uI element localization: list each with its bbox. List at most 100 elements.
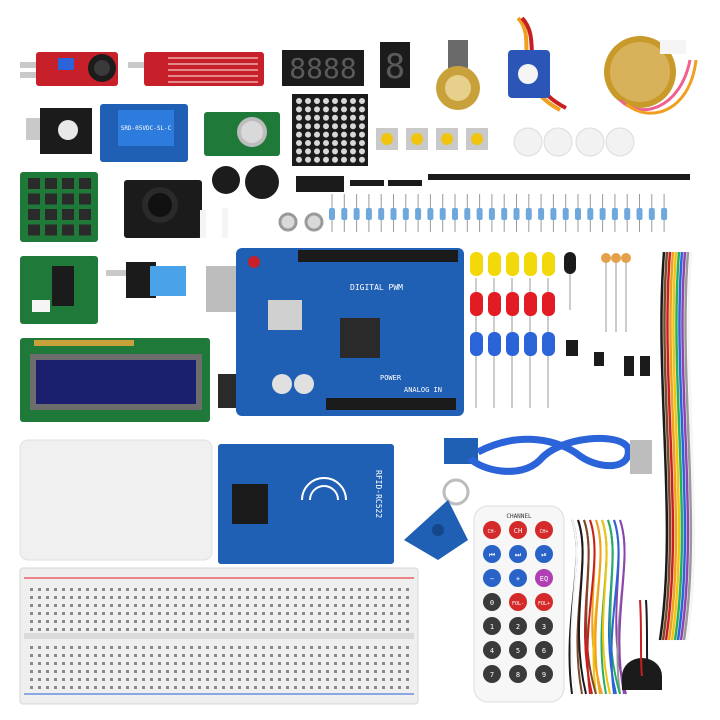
matrix-led <box>332 131 338 138</box>
breadboard-hole <box>398 662 401 665</box>
breadboard-hole <box>310 670 313 673</box>
breadboard <box>19 567 419 705</box>
resistor-icon <box>353 208 360 220</box>
matrix-led <box>359 123 365 130</box>
breadboard-hole <box>302 686 305 689</box>
breadboard-hole <box>286 678 289 681</box>
breadboard-hole <box>238 662 241 665</box>
matrix-led <box>314 106 320 113</box>
breadboard-hole <box>78 662 81 665</box>
breadboard-hole <box>398 670 401 673</box>
matrix-led <box>305 98 311 104</box>
breadboard-hole <box>294 596 297 599</box>
remote-button <box>509 617 527 635</box>
breadboard-hole <box>254 678 257 681</box>
remote-button <box>483 617 501 635</box>
breadboard-hole <box>174 628 177 631</box>
breadboard-hole <box>94 620 97 623</box>
breadboard-hole <box>142 612 145 615</box>
jumper-wire-bundle-bottom <box>568 519 627 695</box>
breadboard-hole <box>182 588 185 591</box>
breadboard-hole <box>166 654 169 657</box>
rgb-led-module <box>26 108 92 154</box>
breadboard-hole <box>190 662 193 665</box>
breadboard-hole <box>406 670 409 673</box>
remote-button <box>535 593 553 611</box>
breadboard-hole <box>214 678 217 681</box>
breadboard-hole <box>270 646 273 649</box>
breadboard-hole <box>350 596 353 599</box>
breadboard-hole <box>86 596 89 599</box>
breadboard-hole <box>198 612 201 615</box>
remote-button-label: 7 <box>490 671 494 679</box>
breadboard-hole <box>54 686 57 689</box>
breadboard-hole <box>254 604 257 607</box>
breadboard-hole <box>30 670 33 673</box>
remote-button-label: 0 <box>490 599 494 607</box>
matrix-led <box>359 140 365 146</box>
breadboard-hole <box>286 628 289 631</box>
breadboard-hole <box>126 620 129 623</box>
keypad-key <box>28 193 40 205</box>
rfid-card <box>19 439 213 561</box>
breadboard-hole <box>150 670 153 673</box>
breadboard-hole <box>214 654 217 657</box>
breadboard-hole <box>110 678 113 681</box>
jumper-wire-bundle-right <box>658 251 696 641</box>
breadboard-hole <box>350 628 353 631</box>
remote-button <box>535 641 553 659</box>
breadboard-hole <box>94 612 97 615</box>
breadboard-hole <box>382 654 385 657</box>
breadboard-hole <box>198 646 201 649</box>
matrix-led <box>323 131 329 138</box>
matrix-led <box>314 98 320 104</box>
breadboard-hole <box>278 670 281 673</box>
breadboard-hole <box>334 686 337 689</box>
breadboard-hole <box>390 588 393 591</box>
breadboard-hole <box>390 628 393 631</box>
breadboard-hole <box>206 612 209 615</box>
breadboard-hole <box>142 662 145 665</box>
breadboard-hole <box>118 620 121 623</box>
keypad-key <box>45 178 57 189</box>
breadboard-hole <box>38 604 41 607</box>
breadboard-hole <box>30 628 33 631</box>
breadboard-hole <box>350 646 353 649</box>
matrix-led <box>314 148 320 155</box>
breadboard-hole <box>214 604 217 607</box>
breadboard-hole <box>174 654 177 657</box>
breadboard-hole <box>246 678 249 681</box>
matrix-led <box>296 140 302 146</box>
breadboard-hole <box>214 686 217 689</box>
breadboard-hole <box>230 620 233 623</box>
matrix-led <box>296 131 302 138</box>
resistor-icon <box>341 208 348 220</box>
board-analog-label: ANALOG IN <box>404 386 442 394</box>
breadboard-hole <box>230 678 233 681</box>
resistor-icon <box>476 208 483 220</box>
breadboard-hole <box>198 662 201 665</box>
breadboard-hole <box>182 678 185 681</box>
breadboard-hole <box>118 646 121 649</box>
breadboard-hole <box>174 604 177 607</box>
resistor-icon <box>488 208 495 220</box>
breadboard-hole <box>38 620 41 623</box>
breadboard-hole <box>374 620 377 623</box>
breadboard-hole <box>38 628 41 631</box>
breadboard-hole <box>350 588 353 591</box>
remote-button-label: CH <box>514 527 522 535</box>
breadboard-hole <box>62 646 65 649</box>
breadboard-hole <box>174 678 177 681</box>
breadboard-hole <box>134 620 137 623</box>
breadboard-hole <box>270 620 273 623</box>
breadboard-hole <box>382 662 385 665</box>
breadboard-hole <box>54 670 57 673</box>
breadboard-hole <box>110 670 113 673</box>
breadboard-hole <box>166 596 169 599</box>
breadboard-hole <box>118 612 121 615</box>
breadboard-hole <box>62 662 65 665</box>
matrix-led <box>350 123 356 130</box>
breadboard-hole <box>302 654 305 657</box>
breadboard-hole <box>206 662 209 665</box>
breadboard-hole <box>390 620 393 623</box>
